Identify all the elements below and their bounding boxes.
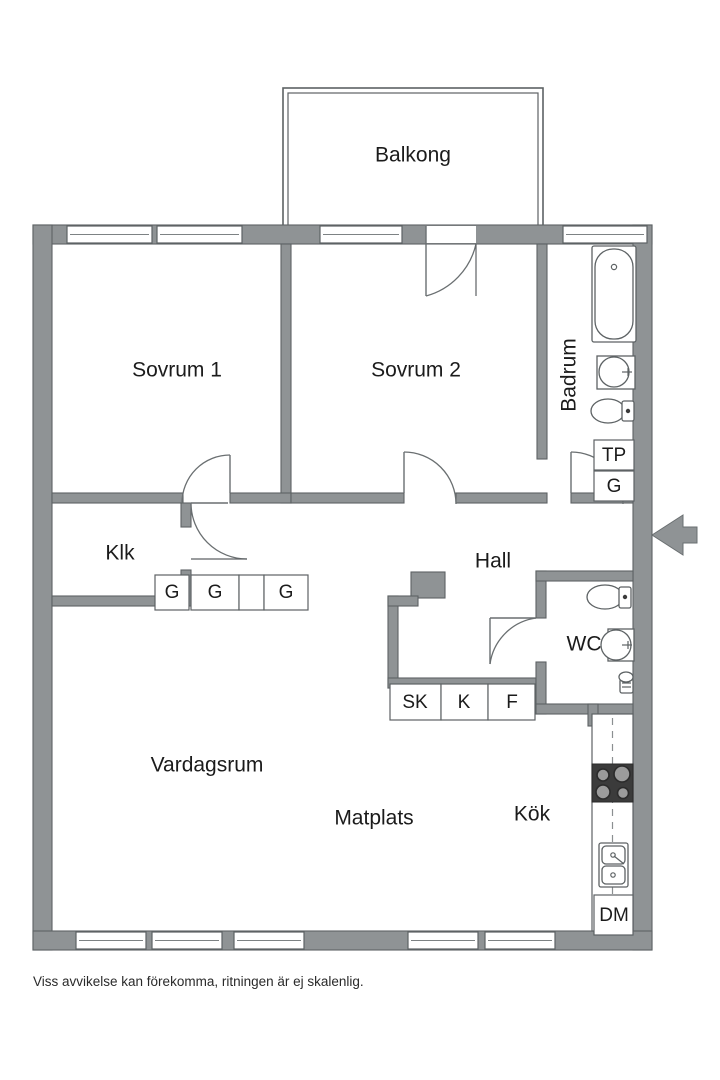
outer-walls (32, 224, 653, 951)
window-top-2 (156, 225, 243, 244)
room-label-badrum: Badrum (558, 338, 581, 412)
window-bottom-2 (151, 931, 223, 950)
cabinet-label-klk-g1: G (165, 582, 180, 603)
wall-bedroom2-bottom-left (290, 492, 405, 504)
room-label-vardagsrum: Vardagsrum (151, 754, 264, 777)
window-top-4 (562, 225, 648, 244)
cabinet-labels: TP G G G G SK K F DM (165, 445, 629, 926)
door-wc[interactable] (489, 617, 537, 665)
room-label-matplats: Matplats (334, 807, 413, 830)
wc-washer-icon (618, 671, 634, 694)
room-label-kok: Kök (514, 803, 551, 826)
cabinet-label-klk-g3: G (279, 582, 294, 603)
bathtub-icon (591, 245, 637, 343)
entrance-arrow-icon (651, 514, 698, 556)
balcony-door-opening (426, 226, 476, 243)
window-top-1 (66, 225, 153, 244)
cabinet-box-sk (389, 683, 442, 721)
bath-sink-icon (596, 355, 636, 390)
room-label-klk: Klk (105, 542, 135, 565)
wall-hall-top-left (387, 595, 419, 607)
window-bottom-3 (233, 931, 305, 950)
wc-toilet-icon (586, 584, 632, 610)
cabinet-label-klk-g2: G (208, 582, 223, 603)
cabinet-box-tp (593, 439, 635, 471)
wall-klk-stub (180, 502, 192, 528)
stove-icon (591, 763, 634, 803)
window-bottom-4 (407, 931, 479, 950)
room-label-sovrum-1: Sovrum 1 (132, 359, 222, 382)
bath-toilet-icon (590, 398, 635, 424)
windows-bottom (75, 931, 556, 950)
wall-between-bedrooms (280, 243, 292, 504)
window-top-3 (319, 225, 403, 244)
door-sovrum-2[interactable] (403, 451, 457, 505)
interior-doors[interactable] (181, 451, 624, 665)
cabinet-box-k (440, 683, 489, 721)
balcony-door-arc (425, 243, 477, 297)
kitchen-sink-icon (598, 842, 629, 888)
wall-hall-left (387, 595, 399, 689)
cabinet-label-dm: DM (599, 905, 629, 926)
badrum-fixtures (590, 245, 637, 424)
cabinet-label-sk: SK (402, 692, 428, 713)
wall-hall-notch (410, 571, 446, 599)
interior-walls (51, 243, 634, 727)
cabinet-box-klk-spacer (238, 574, 265, 611)
cabinet-box-klk-g1 (154, 574, 190, 611)
disclaimer-caption: Viss avvikelse kan förekomma, ritningen … (33, 974, 364, 989)
cabinet-box-f (487, 683, 536, 721)
wall-left (32, 224, 53, 951)
wall-bedroom1-bottom-right (229, 492, 292, 504)
door-klk[interactable] (190, 502, 248, 560)
wall-bedroom1-bottom-left (51, 492, 184, 504)
cabinet-label-g-bath: G (607, 476, 622, 497)
wc-fixtures (586, 584, 635, 694)
wall-bedroom2-bottom-right (455, 492, 548, 504)
wall-wc-top (535, 570, 634, 582)
cabinet-box-klk-g3 (263, 574, 309, 611)
balcony-door[interactable] (425, 226, 477, 297)
wall-bedroom2-bathroom (536, 243, 548, 460)
door-sovrum-1[interactable] (181, 454, 231, 504)
cabinet-box-dm (593, 894, 634, 936)
cabinet-label-k: K (458, 692, 471, 713)
room-labels: Balkong Sovrum 1 Sovrum 2 Badrum Klk Hal… (105, 144, 601, 830)
window-bottom-1 (75, 931, 147, 950)
room-label-hall: Hall (475, 550, 511, 573)
room-label-sovrum-2: Sovrum 2 (371, 359, 461, 382)
room-label-wc: WC (567, 633, 602, 656)
window-bottom-5 (484, 931, 556, 950)
cabinet-boxes (154, 439, 635, 936)
wc-sink-icon (600, 628, 635, 662)
cabinet-label-f: F (506, 692, 518, 713)
wall-wc-bottom (535, 703, 634, 715)
windows-top (66, 225, 648, 244)
cabinet-box-g-bath (593, 470, 635, 502)
cabinet-label-tp: TP (602, 445, 626, 466)
room-label-balkong: Balkong (375, 144, 451, 167)
